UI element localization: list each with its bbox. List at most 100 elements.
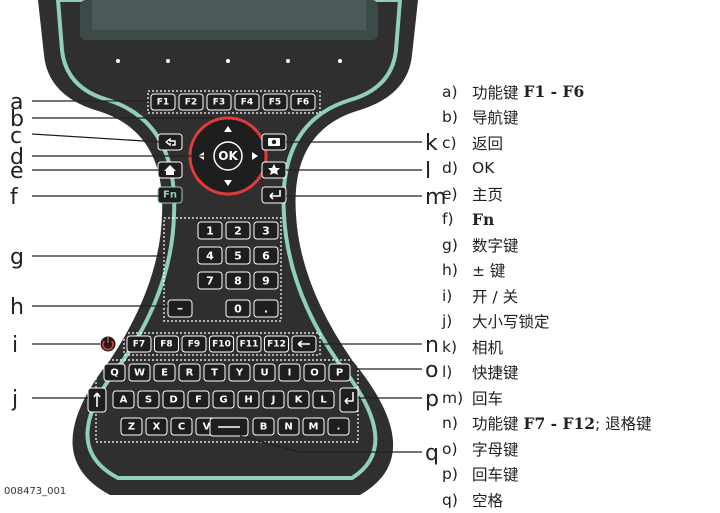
- key-x[interactable]: X: [145, 417, 168, 436]
- home-button[interactable]: [157, 161, 183, 179]
- key-u[interactable]: U: [253, 363, 276, 382]
- key-j[interactable]: J: [262, 390, 285, 409]
- numkey-3[interactable]: 3: [253, 221, 279, 240]
- numkey-5[interactable]: 5: [225, 246, 251, 265]
- numkey-8[interactable]: 8: [225, 271, 251, 290]
- key-i-label: I: [288, 368, 292, 379]
- key-f6[interactable]: F6: [290, 93, 316, 111]
- key-f3[interactable]: F3: [206, 93, 232, 111]
- key-o[interactable]: O: [303, 363, 326, 382]
- key-z[interactable]: Z: [120, 417, 143, 436]
- space-button[interactable]: [209, 417, 249, 437]
- ok-button[interactable]: [213, 141, 243, 171]
- legend-text: 回车键: [472, 466, 519, 485]
- fn-label: Fn: [163, 190, 177, 201]
- key-q[interactable]: Q: [103, 363, 126, 382]
- status-dots: [116, 59, 342, 63]
- power-button[interactable]: [99, 335, 117, 353]
- key-e[interactable]: E: [153, 363, 176, 382]
- key-y[interactable]: Y: [228, 363, 251, 382]
- camera-button[interactable]: [261, 133, 287, 151]
- key-t[interactable]: T: [203, 363, 226, 382]
- key-g[interactable]: G: [212, 390, 235, 409]
- minus-button[interactable]: –: [167, 299, 193, 318]
- key-z-label: Z: [128, 422, 135, 433]
- key-f10[interactable]: F10: [209, 335, 234, 353]
- legend-text: 功能键: [472, 83, 524, 102]
- enter-button[interactable]: [261, 186, 287, 204]
- caps-lock-button[interactable]: [87, 387, 107, 413]
- key-c-label: C: [178, 422, 185, 433]
- legend-text: 字母键: [472, 440, 519, 459]
- legend-text: 大小写锁定: [472, 313, 550, 332]
- legend-letter: j): [442, 312, 453, 331]
- key-f1-label: F1: [157, 98, 169, 108]
- key-b[interactable]: B: [252, 417, 275, 436]
- key-f[interactable]: F: [187, 390, 210, 409]
- key-f11[interactable]: F11: [236, 335, 262, 353]
- key-s[interactable]: S: [137, 390, 160, 409]
- key-h[interactable]: H: [237, 390, 260, 409]
- key-f9[interactable]: F9: [181, 335, 207, 353]
- numkey-dot[interactable]: .: [253, 299, 279, 318]
- key-period-label: .: [337, 422, 341, 433]
- key-period[interactable]: .: [327, 417, 350, 436]
- key-f12[interactable]: F12: [264, 335, 289, 353]
- key-f8[interactable]: F8: [154, 335, 179, 353]
- favorite-button[interactable]: [261, 161, 287, 179]
- back-button[interactable]: [157, 133, 183, 151]
- key-f5[interactable]: F5: [262, 93, 288, 111]
- legend-letter: n): [442, 414, 458, 433]
- legend-letter: o): [442, 439, 458, 458]
- nav-right-icon: [252, 152, 258, 160]
- key-w[interactable]: W: [128, 363, 151, 382]
- key-g-label: G: [219, 395, 227, 406]
- legend-text: ± 键: [472, 262, 506, 281]
- fn-button[interactable]: Fn: [157, 186, 183, 204]
- key-f12-label: F12: [267, 340, 286, 350]
- key-k-label: K: [295, 395, 304, 406]
- key-i[interactable]: I: [278, 363, 301, 382]
- key-f1[interactable]: F1: [150, 93, 176, 111]
- legend-letter: e): [442, 184, 458, 203]
- key-f9-label: F9: [188, 340, 200, 350]
- legend-letter: q): [442, 490, 458, 509]
- backspace-button[interactable]: [291, 335, 317, 353]
- key-l[interactable]: L: [312, 390, 335, 409]
- key-n[interactable]: N: [277, 417, 300, 436]
- legend-text: 回车: [472, 389, 504, 408]
- key-f5-label: F5: [269, 98, 281, 108]
- legend-letter: k): [442, 337, 458, 356]
- return-button[interactable]: [339, 387, 359, 413]
- key-b-label: B: [260, 422, 268, 433]
- legend-item: d)OK: [442, 156, 720, 182]
- key-f7-label: F7: [133, 340, 145, 350]
- numkey-1[interactable]: 1: [197, 221, 223, 240]
- key-m[interactable]: M: [302, 417, 325, 436]
- numkey-9[interactable]: 9: [253, 271, 279, 290]
- home-icon: [164, 165, 176, 175]
- key-d[interactable]: D: [162, 390, 185, 409]
- legend-letter: g): [442, 235, 458, 254]
- numkey-6[interactable]: 6: [253, 246, 279, 265]
- key-f4[interactable]: F4: [234, 93, 260, 111]
- legend-bold: F1 - F6: [523, 82, 585, 102]
- numkey-4[interactable]: 4: [197, 246, 223, 265]
- legend-item: b)导航键: [442, 105, 720, 131]
- numkey-2[interactable]: 2: [225, 221, 251, 240]
- callout-i: i: [12, 333, 18, 358]
- key-f2[interactable]: F2: [178, 93, 204, 111]
- numkey-7[interactable]: 7: [197, 271, 223, 290]
- key-h-label: H: [244, 395, 252, 406]
- key-p[interactable]: P: [328, 363, 351, 382]
- numkey-0[interactable]: 0: [225, 299, 251, 318]
- key-a[interactable]: A: [112, 390, 135, 409]
- legend-letter: d): [442, 159, 458, 178]
- key-f7[interactable]: F7: [126, 335, 152, 353]
- key-m-label: M: [309, 422, 319, 433]
- key-c[interactable]: C: [170, 417, 193, 436]
- key-r[interactable]: R: [178, 363, 201, 382]
- key-f6-label: F6: [297, 98, 309, 108]
- key-k[interactable]: K: [287, 390, 310, 409]
